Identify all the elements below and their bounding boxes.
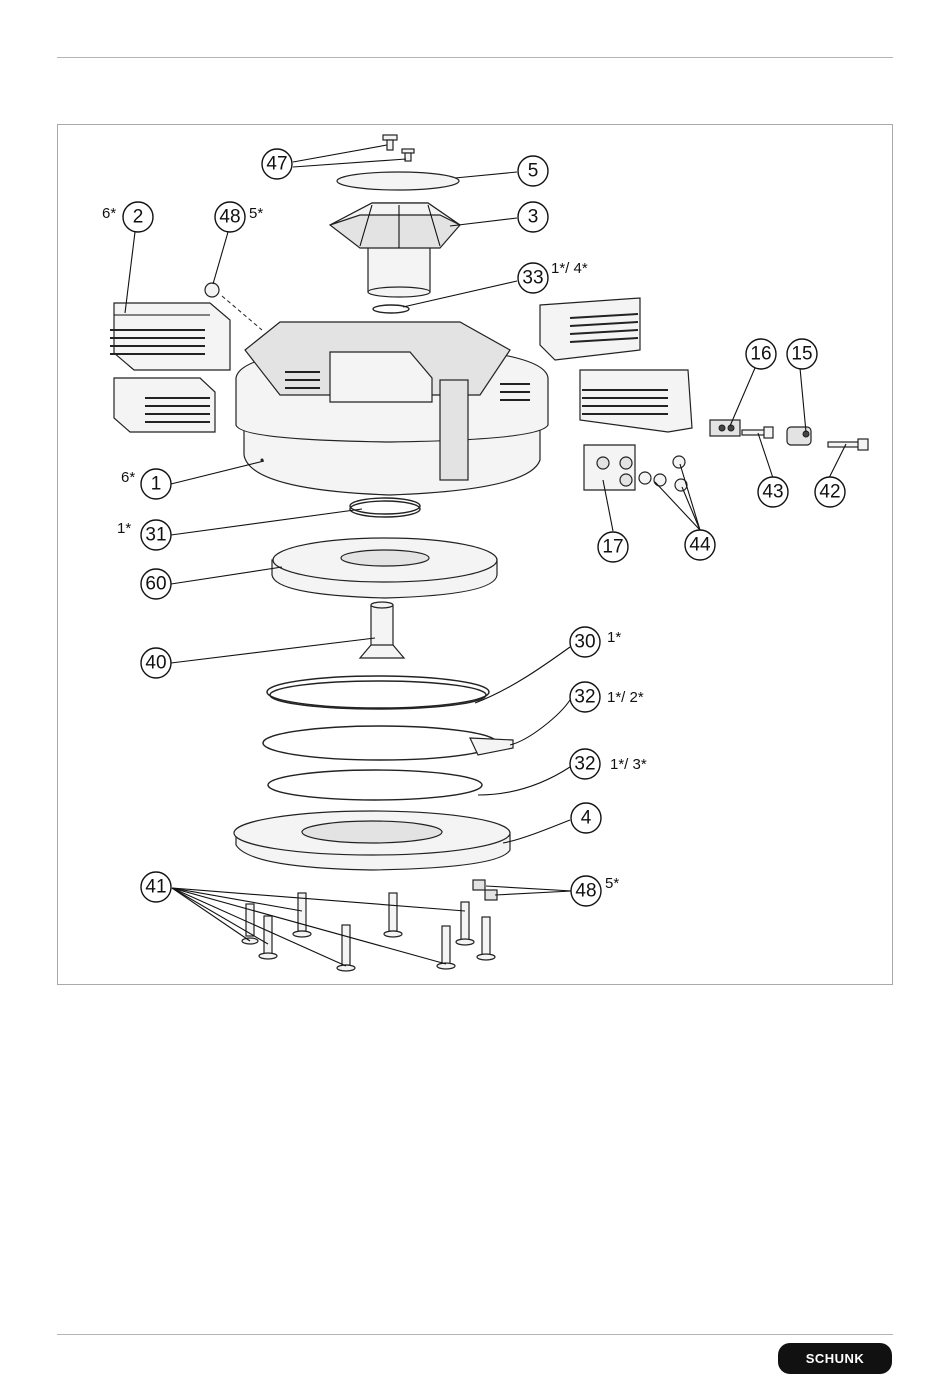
svg-text:48: 48 <box>575 881 596 902</box>
part-4-flange <box>234 811 510 870</box>
part-2-jaw-lower <box>114 378 215 432</box>
callout-32-lower: 32 <box>570 749 600 779</box>
svg-text:1: 1 <box>151 474 162 495</box>
callout-16: 16 <box>746 339 776 369</box>
part-5-cover-plate <box>337 172 459 190</box>
callout-2: 2 <box>123 202 153 232</box>
svg-text:4: 4 <box>581 808 592 829</box>
part-43-screw <box>742 427 773 438</box>
footer-rule <box>57 1334 893 1335</box>
part-40-pin <box>360 602 404 658</box>
note-31: 1* <box>117 520 131 537</box>
callout-3: 3 <box>518 202 548 232</box>
part-3-wedge-hub <box>330 203 460 297</box>
callout-41: 41 <box>141 872 171 902</box>
svg-text:30: 30 <box>574 632 595 653</box>
note-33: 1*/ 4* <box>551 260 588 277</box>
note-1: 6* <box>121 469 135 486</box>
note-48-top: 5* <box>249 205 263 222</box>
callout-15: 15 <box>787 339 817 369</box>
part-44-screws <box>639 456 687 491</box>
part-32-gasket-with-tab <box>263 726 513 760</box>
callout-1: 1 <box>141 469 171 499</box>
part-42-screw <box>828 439 868 450</box>
callout-17: 17 <box>598 532 628 562</box>
callout-48-top: 48 <box>215 202 245 232</box>
callout-5: 5 <box>518 156 548 186</box>
note-2: 6* <box>102 205 116 222</box>
svg-text:42: 42 <box>819 482 840 503</box>
callout-48-bottom: 48 <box>571 876 601 906</box>
part-2-jaw-right-upper <box>540 298 640 360</box>
part-47-screws <box>383 135 414 161</box>
part-33-o-ring <box>373 305 409 313</box>
note-48-bottom: 5* <box>605 875 619 892</box>
svg-text:3: 3 <box>528 207 539 228</box>
note-32-upper: 1*/ 2* <box>607 689 644 706</box>
callout-43: 43 <box>758 477 788 507</box>
svg-text:2: 2 <box>133 207 144 228</box>
svg-text:32: 32 <box>574 687 595 708</box>
callout-42: 42 <box>815 477 845 507</box>
svg-text:43: 43 <box>762 482 783 503</box>
callout-30: 30 <box>570 627 600 657</box>
schunk-logo: SCHUNK <box>778 1343 892 1374</box>
svg-text:33: 33 <box>522 268 543 289</box>
svg-text:41: 41 <box>145 877 166 898</box>
svg-text:60: 60 <box>145 574 166 595</box>
callout-47: 47 <box>262 149 292 179</box>
part-30-o-ring <box>267 676 489 709</box>
callout-44: 44 <box>685 530 715 560</box>
part-48-pins-bottom <box>473 880 497 900</box>
part-16-block <box>710 420 740 436</box>
svg-text:31: 31 <box>145 525 166 546</box>
svg-text:5: 5 <box>528 161 539 182</box>
part-17-block <box>584 445 635 490</box>
svg-text:16: 16 <box>750 344 771 365</box>
svg-text:40: 40 <box>145 653 166 674</box>
part-1-chuck-body <box>236 322 548 495</box>
svg-text:48: 48 <box>219 207 240 228</box>
callout-31: 31 <box>141 520 171 550</box>
callout-32-upper: 32 <box>570 682 600 712</box>
note-30: 1* <box>607 629 621 646</box>
part-15-pin <box>787 427 811 445</box>
part-32-gasket <box>268 770 482 800</box>
callout-4: 4 <box>571 803 601 833</box>
part-60-plate <box>272 538 497 598</box>
note-32-lower: 1*/ 3* <box>610 756 647 773</box>
part-41-screws <box>242 893 495 971</box>
part-2-jaw-right-lower <box>580 370 692 432</box>
callout-33: 33 <box>518 263 548 293</box>
svg-text:17: 17 <box>602 537 623 558</box>
svg-text:47: 47 <box>266 154 287 175</box>
part-2-jaw-upper <box>110 303 230 370</box>
callout-40: 40 <box>141 648 171 678</box>
svg-text:44: 44 <box>689 535 711 556</box>
svg-text:15: 15 <box>791 344 812 365</box>
svg-text:32: 32 <box>574 754 595 775</box>
part-31-seal-ring <box>350 498 420 517</box>
part-48-pin-top <box>205 283 219 297</box>
callout-60: 60 <box>141 569 171 599</box>
